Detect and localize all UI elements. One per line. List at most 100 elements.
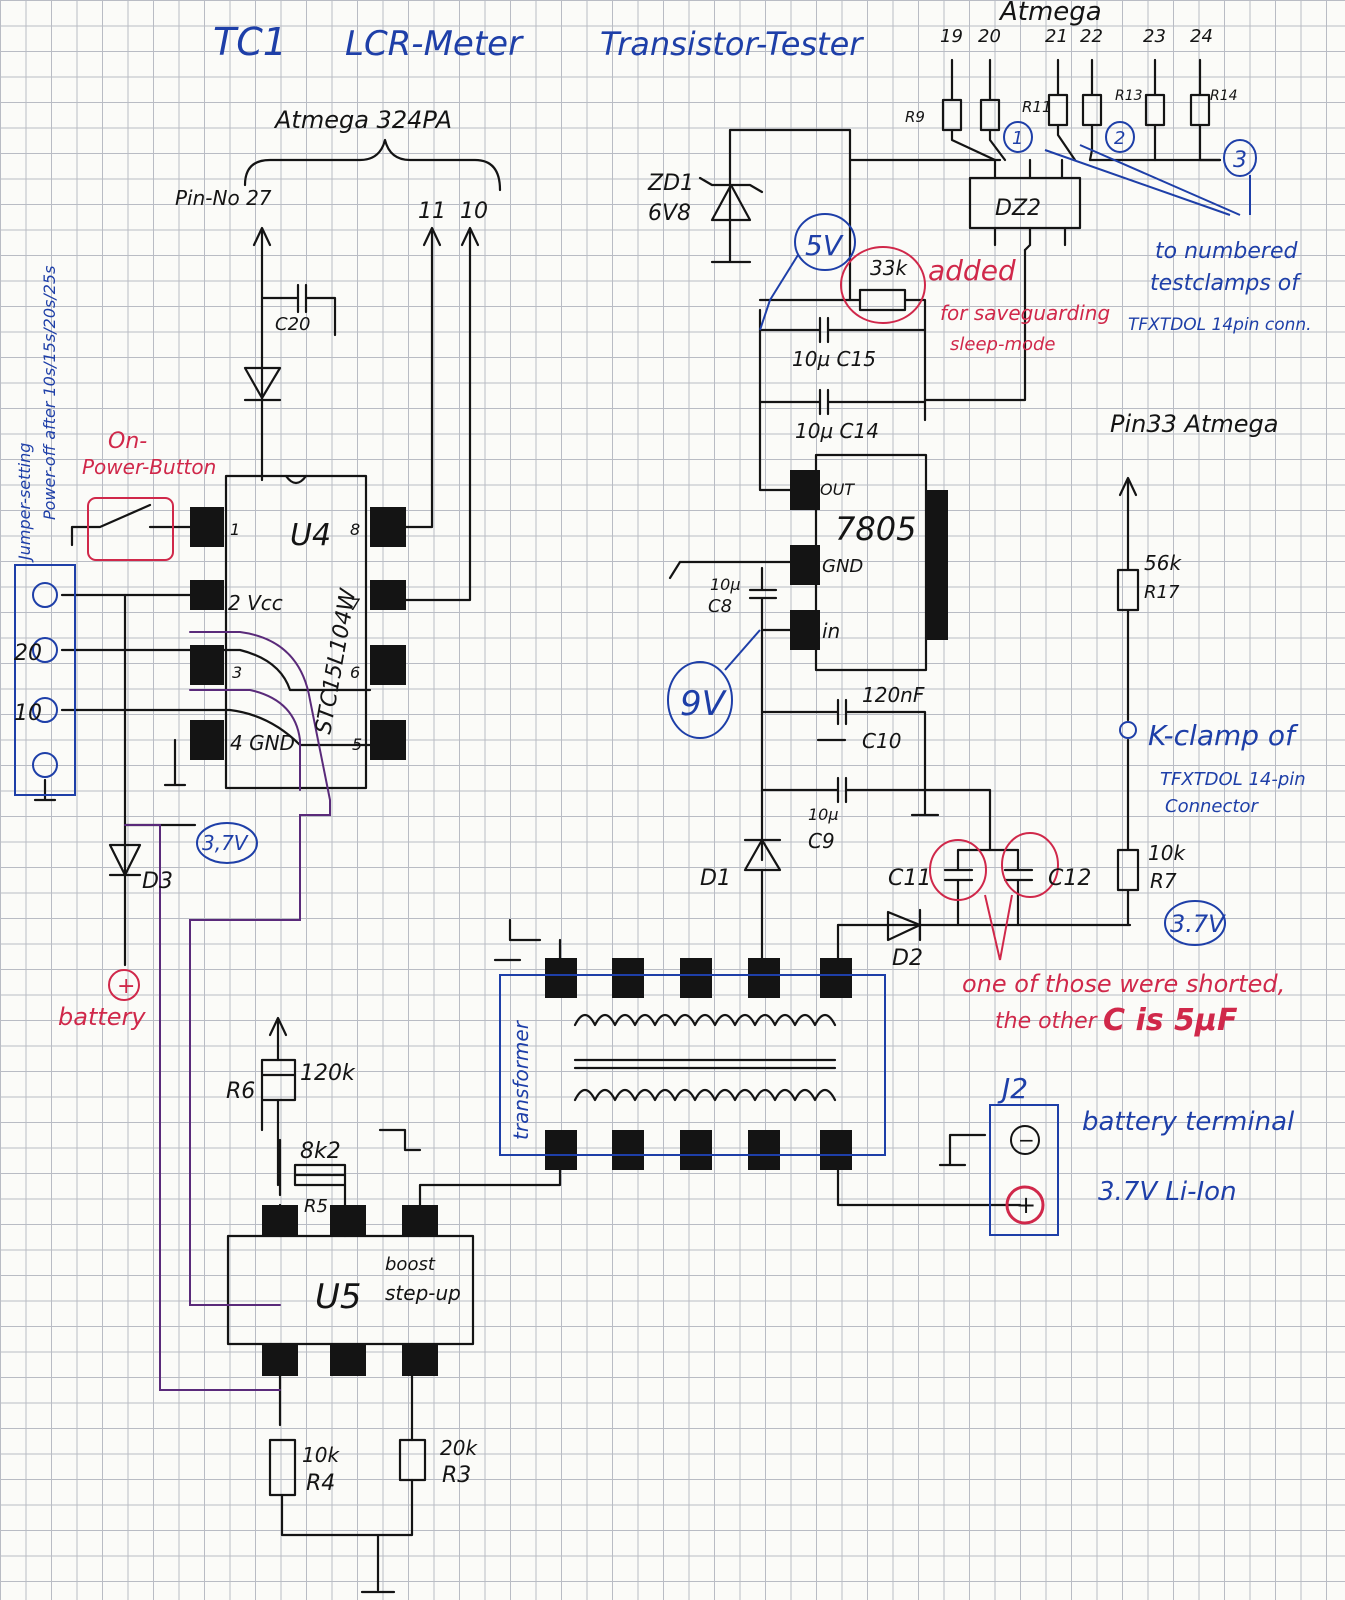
- label-pin8: 8: [350, 520, 360, 539]
- resistors-r4-r3: [268, 1438, 427, 1497]
- label-pin6: 6: [350, 663, 360, 682]
- label-shorted-3: C is 5µF: [1103, 1003, 1238, 1038]
- gnd-u4: [163, 738, 187, 787]
- label-dz2: DZ2: [995, 196, 1041, 221]
- label-to-numbered-3: TFXTDOL 14pin conn.: [1128, 315, 1312, 335]
- label-c8-val: 10µ: [710, 575, 741, 594]
- label-j2-minus: −: [1018, 1128, 1035, 1152]
- arrow-pin27: [252, 226, 272, 247]
- label-pin3: 3: [232, 663, 242, 682]
- label-jumper-2: Power-off after 10s/15s/20s/25s: [40, 266, 59, 520]
- diode-d2: [886, 908, 922, 942]
- label-boost: boost: [385, 1254, 436, 1275]
- label-6v8: 6V8: [648, 201, 691, 226]
- j2-box: [989, 1104, 1059, 1236]
- resistor-r5: [276, 1098, 347, 1207]
- label-9v: 9V: [680, 684, 728, 724]
- diode-pin27: [243, 366, 282, 402]
- on-button-box: [87, 497, 174, 561]
- arrow-pin10: [460, 226, 480, 247]
- label-u4: U4: [290, 518, 331, 553]
- wire-pin11: [402, 230, 434, 529]
- label-u5: U5: [315, 1277, 362, 1317]
- arrow-pin11: [422, 226, 442, 247]
- label-c20: C20: [275, 314, 310, 335]
- capacitor-c8: [748, 566, 778, 632]
- label-step-up: step-up: [385, 1281, 461, 1305]
- transformer-box: [499, 974, 886, 1156]
- label-r9: R9: [905, 108, 925, 126]
- capacitor-c120n: [760, 698, 927, 792]
- label-atmega324: Atmega 324PA: [273, 106, 452, 134]
- label-zd1: ZD1: [647, 171, 694, 196]
- title-tc1: TC1: [213, 20, 287, 64]
- label-reg-out: OUT: [820, 480, 855, 499]
- label-j10: 10: [14, 701, 42, 726]
- label-r4: R4: [306, 1471, 335, 1496]
- transformer-leads: [418, 918, 1022, 1207]
- label-reg-in: in: [822, 619, 840, 643]
- label-pin1: 1: [230, 520, 240, 539]
- diode-d3: [108, 843, 142, 877]
- label-battery: battery: [58, 1003, 146, 1031]
- label-3v7-b: 3.7V: [1170, 910, 1226, 938]
- capacitor-c11: [943, 848, 1020, 927]
- label-on-button-2: Power-Button: [82, 455, 216, 479]
- capacitor-c14: [758, 388, 927, 416]
- label-safeguard-1: for saveguarding: [940, 301, 1110, 325]
- resistor-r6: [260, 1058, 297, 1197]
- label-j20: 20: [14, 641, 42, 666]
- resistor-r17-r7: [1116, 478, 1140, 927]
- label-10k-r7: 10k: [1148, 841, 1186, 865]
- resistor-r13: [1144, 58, 1166, 162]
- label-c11: C11: [888, 866, 931, 891]
- label-10k-r4: 10k: [302, 1443, 340, 1467]
- switch-on-power: [70, 503, 192, 547]
- label-j2: J2: [997, 1072, 1028, 1105]
- label-shorted-1: one of those were shorted,: [962, 970, 1285, 998]
- label-3v7-a: 3,7V: [202, 831, 249, 855]
- label-8k2: 8k2: [300, 1139, 341, 1164]
- label-battery-plus: +: [117, 974, 135, 999]
- label-r6: R6: [226, 1079, 255, 1104]
- label-pin10: 10: [460, 199, 488, 224]
- label-clamp-3: 3: [1233, 148, 1247, 173]
- label-pin7: 7: [350, 595, 361, 614]
- capacitor-c15: [758, 316, 927, 422]
- label-r7: R7: [1150, 869, 1177, 893]
- label-pin22: 22: [1080, 26, 1103, 47]
- label-batt-terminal: battery terminal: [1082, 1107, 1295, 1137]
- resistor-r9: [941, 58, 997, 162]
- capacitor-c12: [1003, 848, 1034, 927]
- label-c15: 10µ C15: [792, 347, 876, 371]
- label-r17: R17: [1144, 582, 1180, 603]
- label-pin21: 21: [1045, 26, 1068, 47]
- wire-pin10: [402, 230, 472, 602]
- label-c9: C9: [808, 829, 835, 853]
- resistor-r11: [1047, 58, 1077, 162]
- label-vcc: 2 Vcc: [228, 591, 283, 615]
- label-kclamp-1: K-clamp of: [1148, 719, 1299, 752]
- label-pin27: Pin-No 27: [175, 186, 272, 210]
- label-reg-gnd: GND: [822, 556, 863, 577]
- label-120nf: 120nF: [862, 683, 925, 707]
- label-to-numbered-2: testclamps of: [1150, 271, 1302, 296]
- label-kclamp-3: Connector: [1165, 796, 1259, 817]
- resistor-33k: [858, 288, 907, 312]
- label-pin20: 20: [978, 26, 1001, 47]
- label-c9-val: 10µ: [808, 805, 839, 824]
- label-r13: R13: [1115, 88, 1143, 104]
- label-d2: D2: [892, 946, 923, 971]
- label-c14: 10µ C14: [795, 419, 879, 443]
- label-r5: R5: [304, 1196, 328, 1217]
- label-7805: 7805: [835, 510, 916, 548]
- label-56k: 56k: [1144, 551, 1182, 575]
- label-r11: R11: [1022, 98, 1052, 116]
- title-lcr: LCR-Meter: [345, 24, 524, 64]
- label-added: added: [928, 254, 1016, 287]
- label-j2-plus: +: [1016, 1191, 1036, 1219]
- label-transformer: transformer: [509, 1019, 533, 1140]
- label-c8: C8: [708, 596, 732, 617]
